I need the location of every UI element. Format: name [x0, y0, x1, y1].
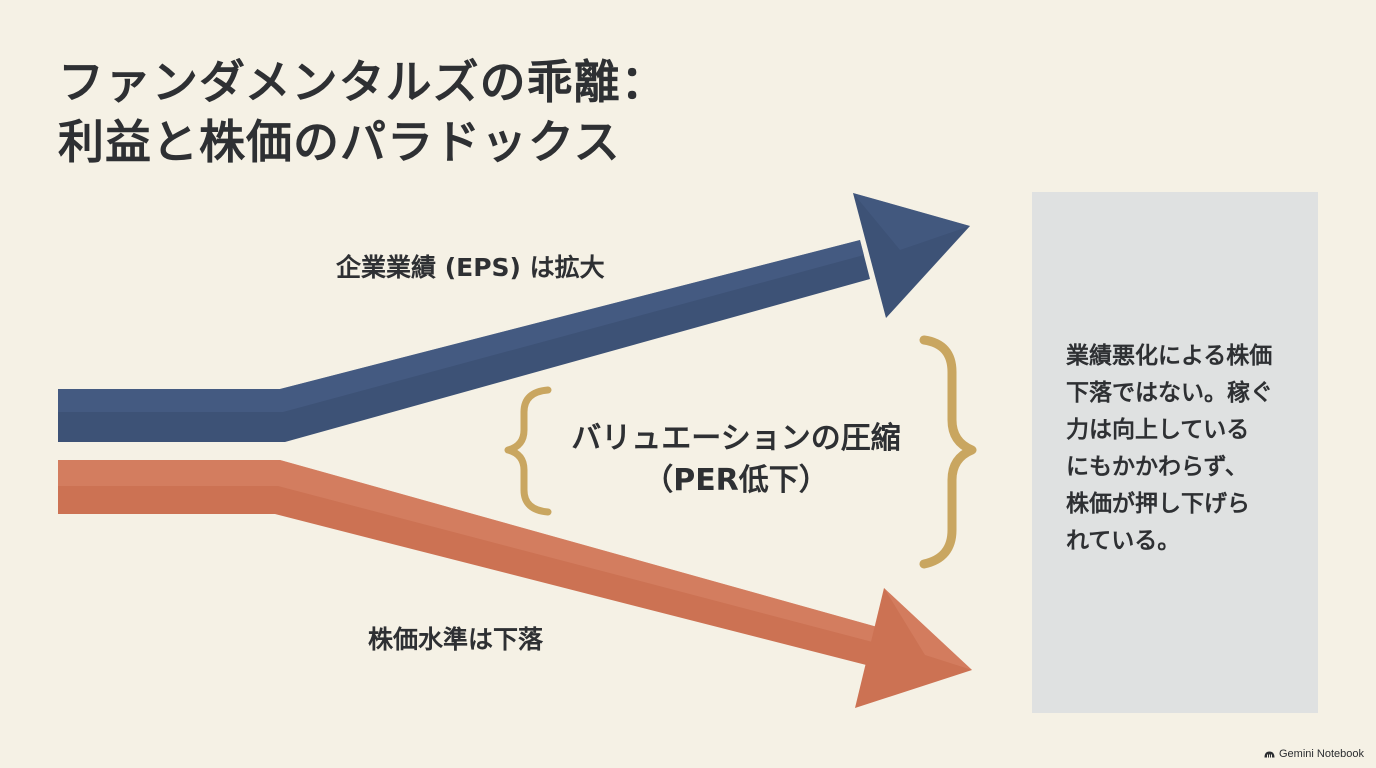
eps-arrowhead-shade: [853, 193, 970, 250]
price-arrow: [58, 460, 972, 708]
title-line-1: ファンダメンタルズの乖離：: [58, 55, 668, 109]
explanation-line: れている。: [1066, 528, 1181, 554]
explanation-line: 力は向上している: [1066, 417, 1250, 443]
price-arrow-body-highlight: [58, 460, 888, 645]
left-brace: [504, 386, 552, 516]
explanation-line: 株価が押し下げら: [1066, 491, 1250, 517]
eps-arrow-body-highlight: [58, 240, 864, 412]
price-arrowhead: [855, 588, 972, 708]
explanation-box: 業績悪化による株価 下落ではない。稼ぐ 力は向上している にもかかわらず、 株価…: [1032, 192, 1318, 713]
gemini-notebook-icon: [1264, 751, 1275, 757]
valuation-line-1: バリュエーションの圧縮: [571, 421, 901, 456]
price-label: 株価水準は下落: [368, 625, 544, 654]
eps-arrow: [58, 193, 970, 442]
explanation-line: にもかかわらず、: [1066, 454, 1248, 480]
watermark: Gemini Notebook: [1264, 748, 1364, 760]
price-arrow-body: [58, 460, 888, 668]
eps-arrowhead: [853, 193, 970, 318]
watermark-text: Gemini Notebook: [1279, 748, 1364, 760]
valuation-line-2: （PER低下）: [643, 463, 829, 498]
valuation-compression-label: バリュエーションの圧縮 （PER低下）: [556, 418, 916, 502]
title-line-2: 利益と株価のパラドックス: [58, 115, 621, 169]
page-title: ファンダメンタルズの乖離： 利益と株価のパラドックス: [58, 52, 668, 172]
right-brace: [919, 335, 977, 569]
eps-label: 企業業績 (EPS) は拡大: [336, 253, 605, 282]
explanation-line: 業績悪化による株価: [1066, 343, 1273, 369]
price-arrowhead-shade: [884, 588, 972, 670]
explanation-text: 業績悪化による株価 下落ではない。稼ぐ 力は向上している にもかかわらず、 株価…: [1066, 338, 1306, 560]
explanation-line: 下落ではない。稼ぐ: [1066, 380, 1273, 406]
